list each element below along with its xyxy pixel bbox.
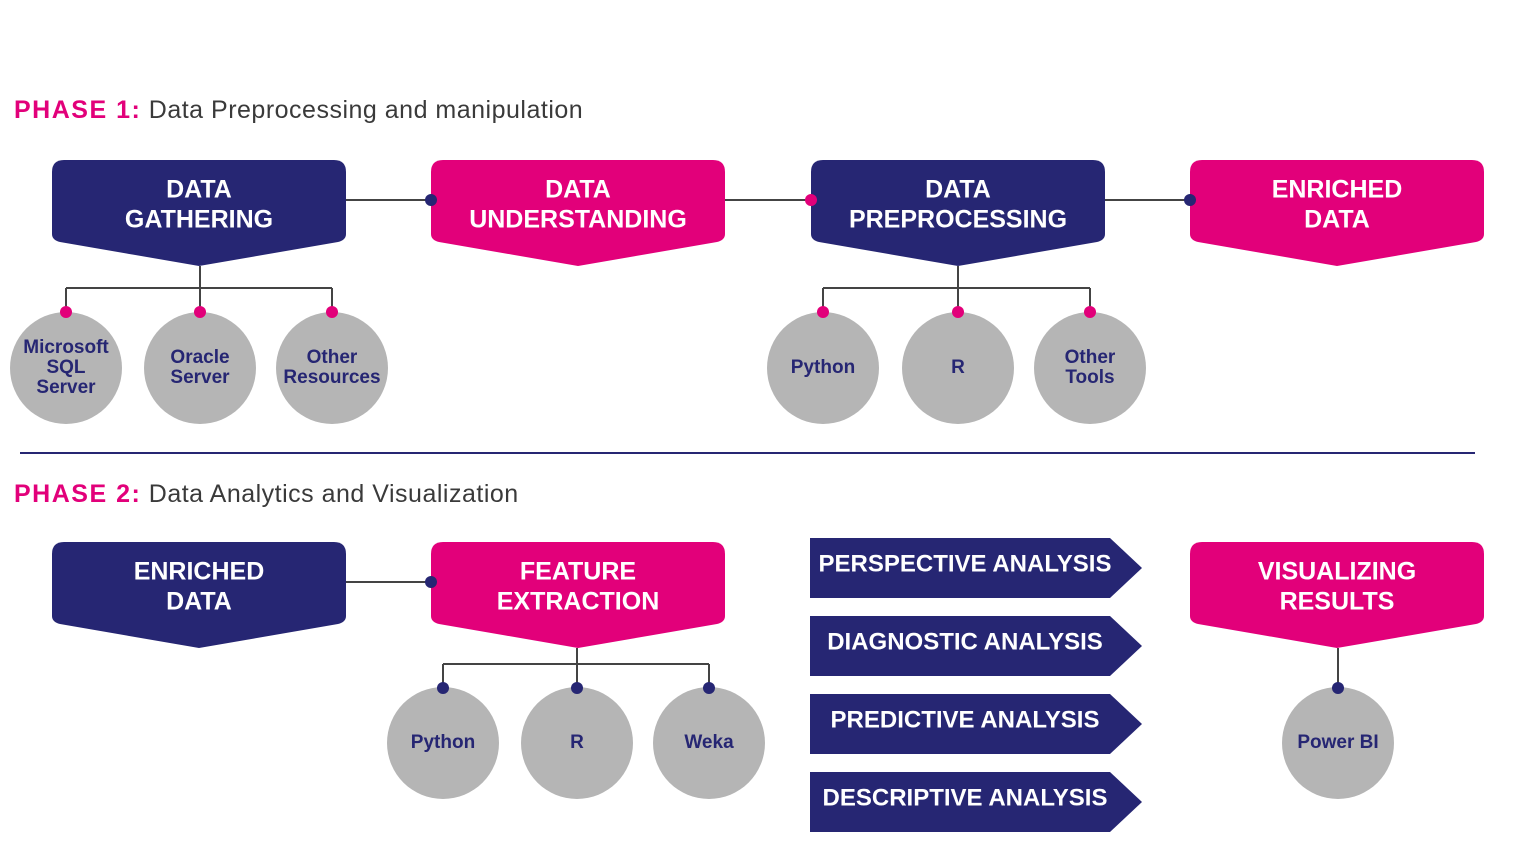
- analysis-label-1: DIAGNOSTIC ANALYSIS: [827, 628, 1103, 655]
- phase-1-heading: PHASE 1: Data Preprocessing and manipula…: [14, 96, 583, 125]
- gathering-source-1: [144, 312, 256, 424]
- preprocessing-dot-0: [817, 306, 829, 318]
- connector-dot-2: [805, 194, 817, 206]
- preprocessing-dot-1: [952, 306, 964, 318]
- analysis-banner-1: [810, 616, 1142, 676]
- feature-dot-2: [703, 682, 715, 694]
- phase1-box-0: [52, 160, 346, 266]
- preprocessing-tool-0: [767, 312, 879, 424]
- connector-dot-p2: [425, 576, 437, 588]
- phase-2-label: PHASE 2:: [14, 480, 142, 508]
- phase2-box-0: [52, 542, 346, 648]
- phase1-box-3: [1190, 160, 1484, 266]
- phase-2-heading: PHASE 2: Data Analytics and Visualizatio…: [14, 480, 519, 509]
- analysis-label-3: DESCRIPTIVE ANALYSIS: [823, 784, 1108, 811]
- gathering-dot-2: [326, 306, 338, 318]
- connector-dot-1: [425, 194, 437, 206]
- feature-tool-0: [387, 687, 499, 799]
- gathering-dot-1: [194, 306, 206, 318]
- preprocessing-tool-1-label: R: [951, 357, 965, 378]
- gathering-dot-0: [60, 306, 72, 318]
- phase2-box-1: [431, 542, 725, 648]
- feature-tool-1: [521, 687, 633, 799]
- analysis-label-2: PREDICTIVE ANALYSIS: [831, 706, 1100, 733]
- analysis-banner-3: [810, 772, 1142, 832]
- feature-dot-1: [571, 682, 583, 694]
- preprocessing-tool-2: [1034, 312, 1146, 424]
- feature-tool-0-label: Python: [411, 732, 475, 753]
- feature-tool-2: [653, 687, 765, 799]
- phase-1-label: PHASE 1:: [14, 96, 142, 124]
- phase-1-title: Data Preprocessing and manipulation: [148, 96, 584, 124]
- phase1-box-2: [811, 160, 1105, 266]
- phase1-box-1: [431, 160, 725, 266]
- analysis-banner-2: [810, 694, 1142, 754]
- feature-dot-0: [437, 682, 449, 694]
- analysis-banner-0: [810, 538, 1142, 598]
- feature-tool-1-label: R: [570, 732, 584, 753]
- phase-2-title: Data Analytics and Visualization: [148, 480, 519, 508]
- gathering-source-2: [276, 312, 388, 424]
- phase2-box-2: [1190, 542, 1484, 648]
- preprocessing-tool-0-label: Python: [791, 357, 855, 378]
- visualization-tool-0-label: Power BI: [1297, 732, 1378, 753]
- gathering-source-0: [10, 312, 122, 424]
- preprocessing-dot-2: [1084, 306, 1096, 318]
- visualization-dot-0: [1332, 682, 1344, 694]
- visualization-tool-0: [1282, 687, 1394, 799]
- analysis-label-0: PERSPECTIVE ANALYSIS: [819, 550, 1112, 577]
- connector-dot-3: [1184, 194, 1196, 206]
- preprocessing-tool-1: [902, 312, 1014, 424]
- feature-tool-2-label: Weka: [684, 732, 734, 753]
